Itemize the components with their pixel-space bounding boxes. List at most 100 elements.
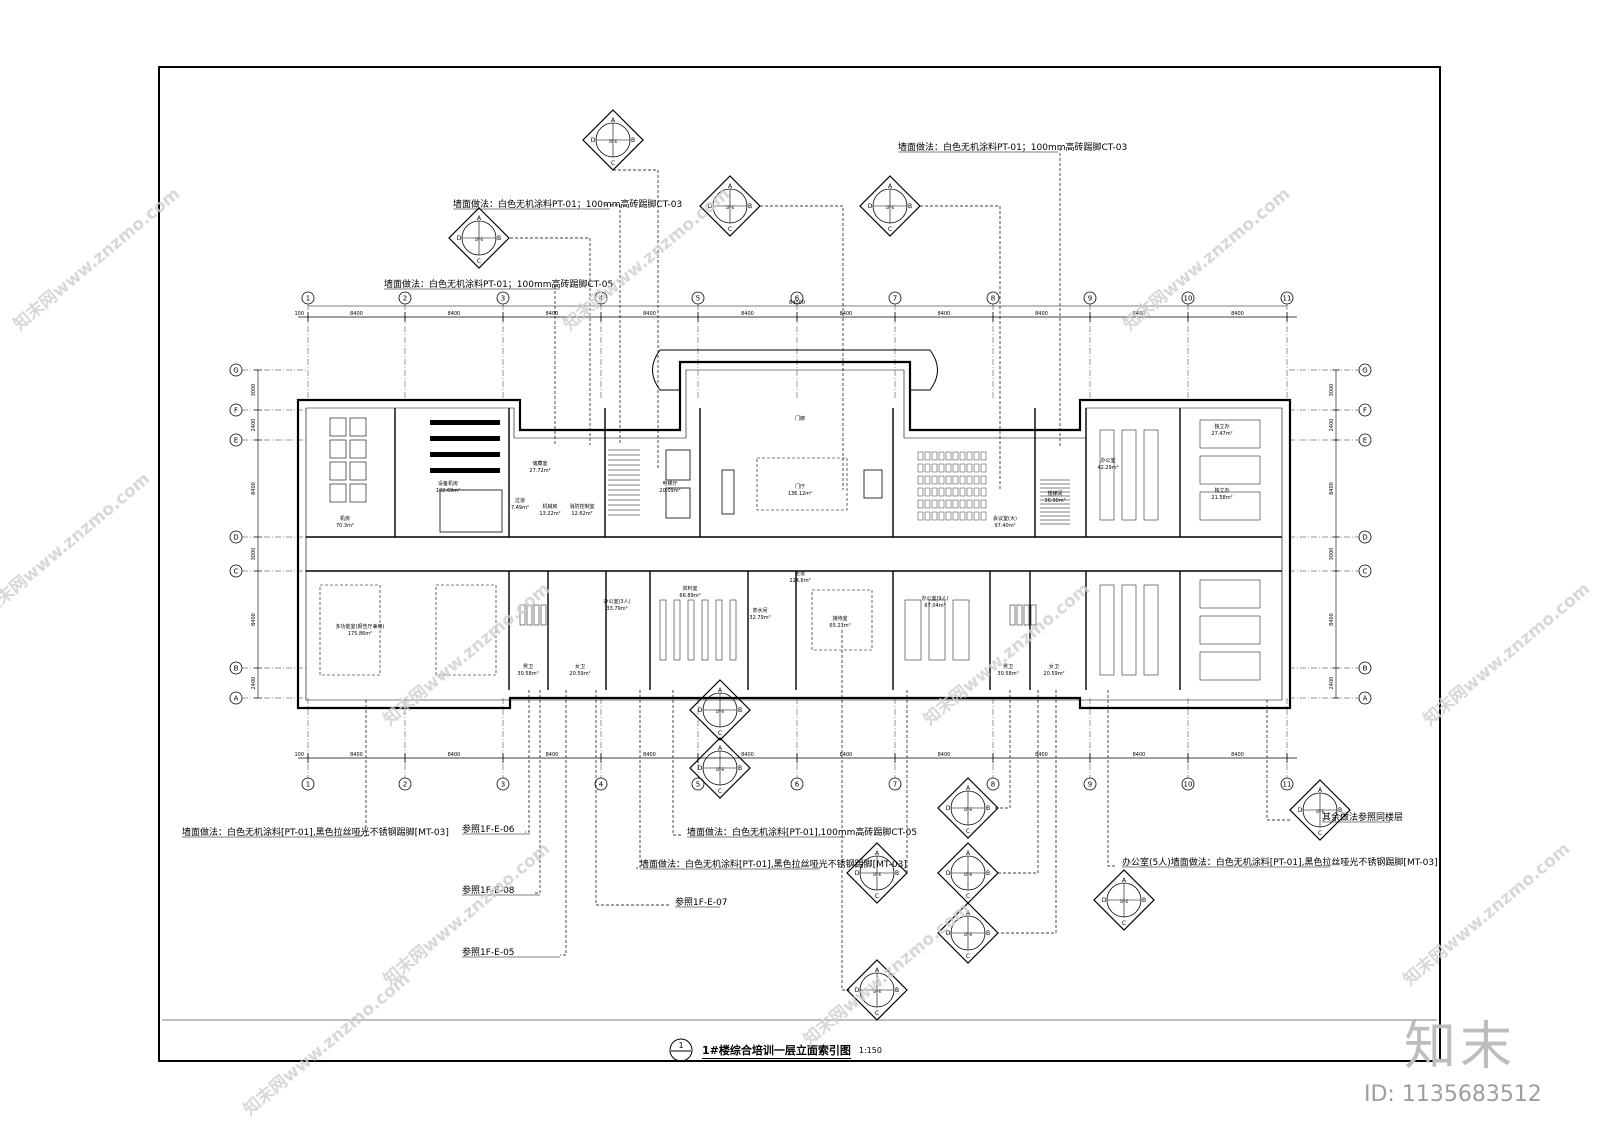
dimension-text: 3000 [1329, 548, 1335, 561]
dimension-text: 2400 [1329, 419, 1335, 432]
marker-letter: C [477, 258, 481, 265]
equipment-rack [329, 439, 347, 459]
grid-label: 4 [599, 295, 604, 303]
marker-code: 1F-E [609, 139, 618, 144]
conference-seat [924, 463, 931, 473]
dimension-text: 8400 [938, 752, 951, 758]
dimension-text: 8400 [643, 311, 656, 317]
room-area: 102.69m² [436, 488, 460, 494]
marker-letter: C [1122, 920, 1126, 927]
dimension-text: 8400 [1035, 752, 1048, 758]
marker-letter: C [966, 893, 970, 900]
marker-letter: B [908, 203, 912, 210]
grid-label: E [234, 437, 238, 445]
conference-seat [952, 499, 959, 509]
conference-seat [980, 475, 987, 485]
marker-diamond [846, 842, 908, 904]
elevator-shaft [665, 449, 691, 481]
room-name: 机房 [340, 515, 350, 522]
marker-letter: A [728, 183, 733, 190]
conference-seat [980, 511, 987, 521]
conference-seat [966, 487, 973, 497]
marker-diamond [859, 175, 921, 237]
dimension-text: 3000 [1329, 384, 1335, 397]
room-area: 65.23m² [829, 623, 850, 629]
room-name: 资料室 [682, 585, 697, 592]
marker-letter: B [895, 987, 899, 994]
room-area: 30.58m² [997, 671, 1018, 677]
conference-seat [973, 487, 980, 497]
marker-code: 1F-E [716, 709, 725, 714]
grid-label: 11 [1283, 295, 1292, 303]
room-area: 97.40m² [994, 523, 1015, 529]
grid-label: 7 [893, 781, 897, 789]
marker-code: 1F-E [726, 205, 735, 210]
leader-line [1266, 700, 1290, 821]
marker-code: 1F-E [964, 872, 973, 877]
marker-letter: D [855, 870, 860, 877]
marker-letter: B [738, 765, 742, 772]
marker-diamond [689, 679, 751, 741]
note-ref-e07: 参照1F-E-07 [675, 898, 728, 908]
dimension-text: 8400 [1231, 752, 1244, 758]
room-name: 接待室 [832, 615, 847, 622]
marker-letter: A [966, 910, 971, 917]
room-name: 办公室 [1100, 457, 1115, 464]
grid-label: 1 [306, 295, 310, 303]
workstation-row [1121, 584, 1137, 676]
dimension-text: 8400 [1231, 311, 1244, 317]
conference-seat [938, 511, 945, 521]
conference-seat [924, 451, 931, 461]
note-top-1: 墙面做法：白色无机涂料PT-01；100mm高砖踢脚CT-03 [453, 200, 683, 210]
room-area: 66.89m² [679, 593, 700, 599]
conference-seat [973, 475, 980, 485]
reception-desk [721, 469, 735, 515]
marker-code: 1F-E [964, 807, 973, 812]
marker-letter: D [946, 930, 951, 937]
leader-line [760, 205, 844, 490]
marker-letter: B [738, 707, 742, 714]
room-name: 门厅 [795, 483, 805, 490]
conference-seat [973, 499, 980, 509]
grid-label: 5 [696, 295, 700, 303]
conference-seat [959, 511, 966, 521]
porch-canopy [652, 349, 938, 391]
private-office-desk [1199, 455, 1261, 485]
room-name: 女卫 [575, 663, 585, 670]
marker-code: 1F-E [964, 932, 973, 937]
marker-letter: C [718, 730, 722, 737]
marker-code: 1F-E [873, 989, 882, 994]
room-name: 储藏室 [532, 460, 547, 467]
equipment-rack [329, 417, 347, 437]
marker-letter: B [1338, 807, 1342, 814]
grid-label: 3 [501, 295, 505, 303]
dimension-text: 8400 [741, 311, 754, 317]
grid-label: 11 [1283, 781, 1292, 789]
workstation-row [1143, 429, 1159, 521]
dimension-text: 2400 [1329, 677, 1335, 690]
conference-seat [917, 499, 924, 509]
room-name: 办公室(3人) [603, 598, 630, 605]
conference-seat [980, 487, 987, 497]
marker-letter: D [868, 203, 873, 210]
book-shelf [729, 599, 737, 661]
conference-seat [931, 451, 938, 461]
note-ref-e05: 参照1F-E-05 [462, 948, 515, 958]
marker-letter: B [986, 805, 990, 812]
marker-letter: A [875, 850, 880, 857]
conference-seat [917, 451, 924, 461]
dimension-text: 8400 [741, 752, 754, 758]
dimension-text: 8400 [1035, 311, 1048, 317]
workstation-row [1143, 584, 1159, 676]
grid-label: 2 [403, 295, 407, 303]
grid-label: 10 [1184, 781, 1193, 789]
conference-seat [952, 511, 959, 521]
private-office-desk [1199, 651, 1261, 681]
room-area: 13.22m² [539, 511, 560, 517]
marker-diamond [1289, 779, 1351, 841]
book-shelf [701, 599, 709, 661]
